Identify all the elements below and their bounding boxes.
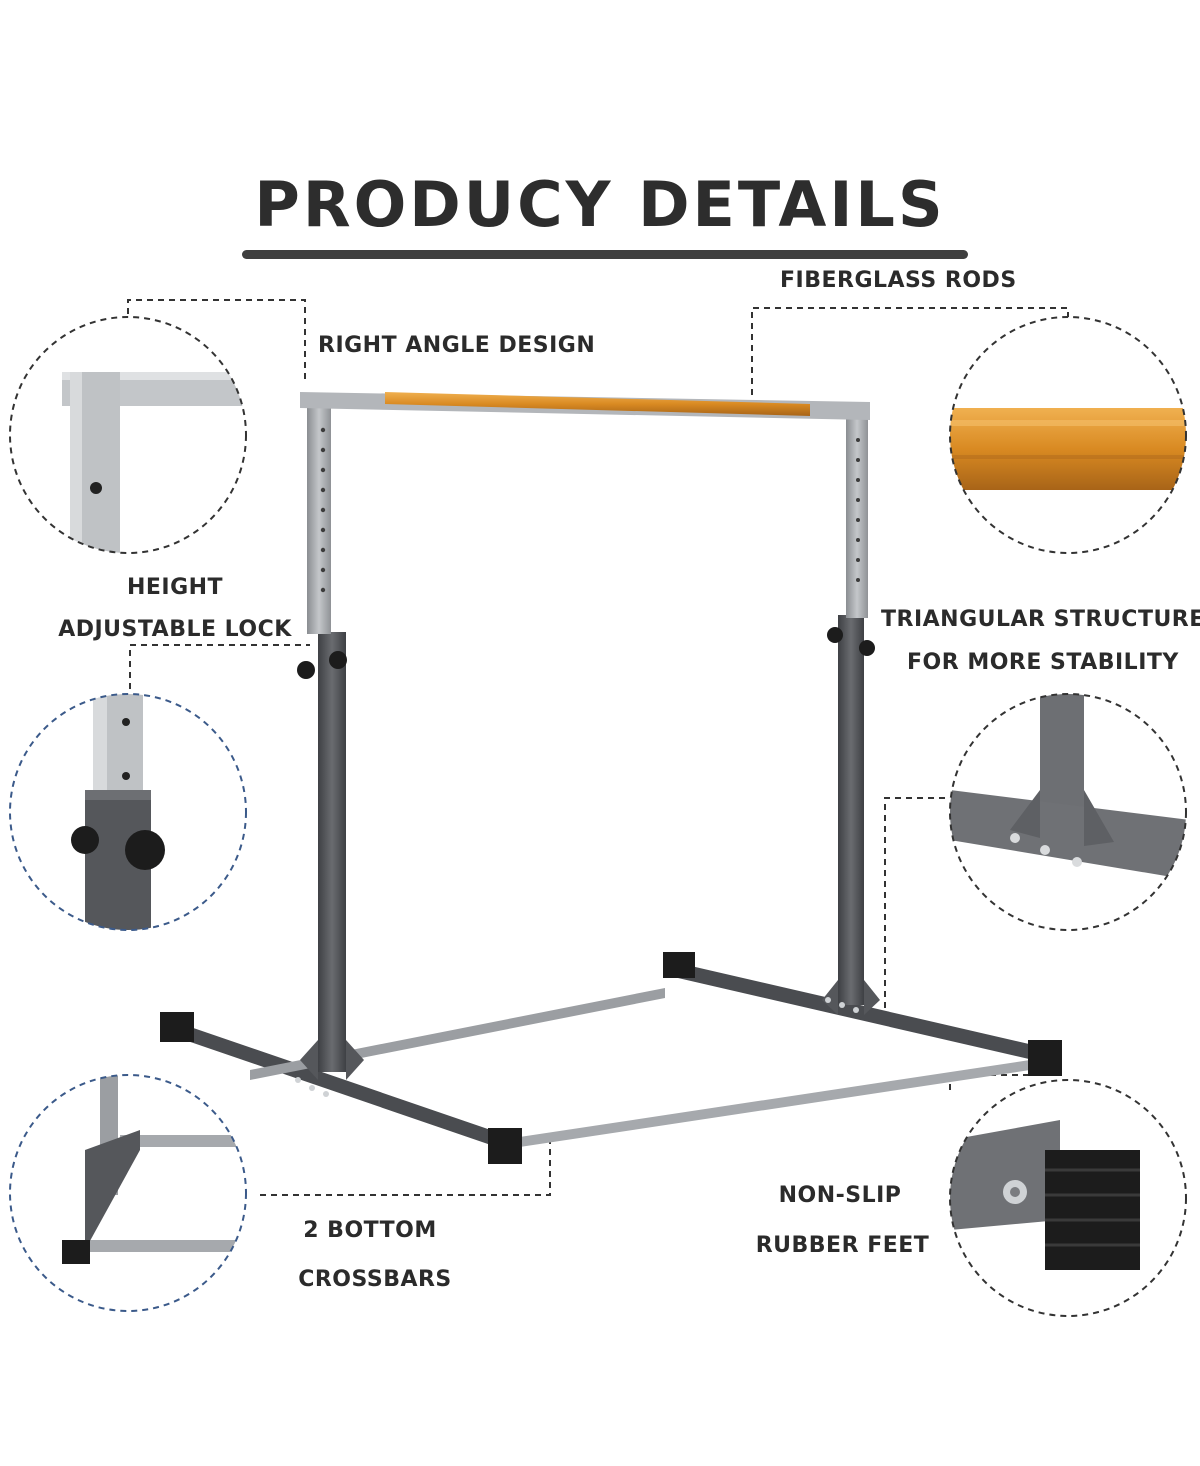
detail-fiberglass <box>949 316 1187 554</box>
left-lock-knob <box>297 661 315 679</box>
foot-front-right <box>1028 1040 1062 1076</box>
label-fiberglass-rods: FIBERGLASS RODS <box>780 268 1017 293</box>
detail-right-angle <box>9 316 247 554</box>
label-crossbars-line2: CROSSBARS <box>298 1267 452 1292</box>
left-base-rail <box>170 1020 520 1155</box>
fiberglass-rod <box>385 392 810 416</box>
detail-triangular <box>949 693 1187 931</box>
label-feet-line1: NON-SLIP <box>778 1183 902 1208</box>
right-upright-upper <box>846 410 868 618</box>
detail-height-lock <box>9 693 247 931</box>
foot-back-right <box>663 952 695 978</box>
label-right-angle-design: RIGHT ANGLE DESIGN <box>318 333 596 358</box>
foot-back-left <box>160 1012 194 1042</box>
label-triangular-line1: TRIANGULAR STRUCTURE <box>881 607 1200 632</box>
callout-line-fiberglass <box>751 307 1069 395</box>
right-upright-lower <box>838 615 864 1005</box>
main-bar-frame <box>160 392 1062 1164</box>
title-underline <box>242 250 968 259</box>
front-crossbar <box>500 1060 1030 1150</box>
callout-line-crossbars <box>260 1140 551 1196</box>
callout-line-height <box>129 644 310 700</box>
callout-line-right-angle <box>127 299 306 380</box>
label-height-line1: HEIGHT <box>126 575 224 600</box>
detail-crossbars <box>9 1074 247 1312</box>
foot-front-left <box>488 1128 522 1164</box>
detail-rubber-feet <box>949 1079 1187 1317</box>
label-crossbars-line1: 2 BOTTOM <box>303 1218 437 1243</box>
left-upright-upper <box>307 398 331 634</box>
right-base-rail <box>665 960 1055 1065</box>
page-title: PRODUCY DETAILS <box>254 168 946 241</box>
label-triangular-line2: FOR MORE STABILITY <box>907 650 1179 675</box>
label-feet-line2: RUBBER FEET <box>755 1233 930 1258</box>
right-lock-knob <box>827 627 843 643</box>
label-height-line2: ADJUSTABLE LOCK <box>58 617 292 642</box>
callout-line-triangular <box>884 797 948 1008</box>
left-upright-lower <box>318 632 346 1072</box>
